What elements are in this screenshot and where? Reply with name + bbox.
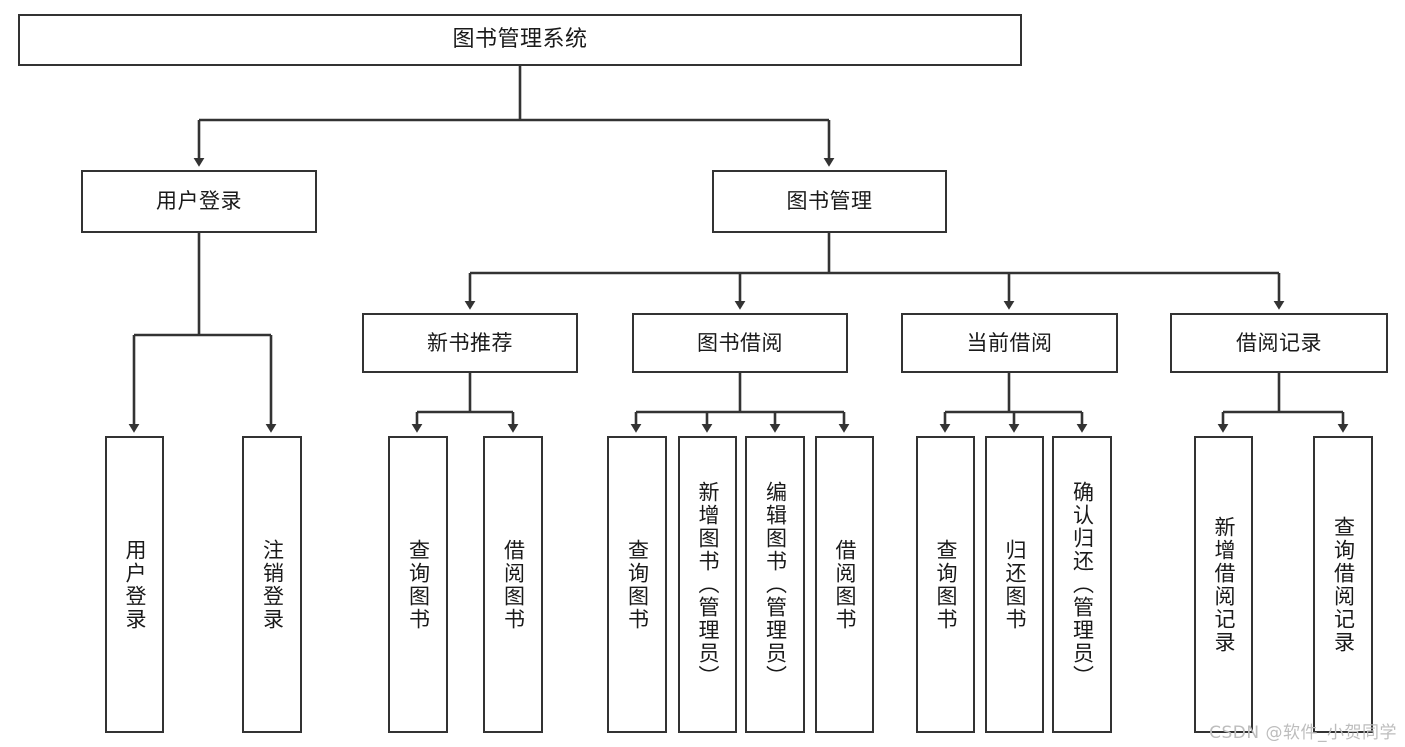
node-leaf-confirm-return[interactable]: 确认归还（管理员） xyxy=(1052,436,1112,733)
node-leaf-edit-book[interactable]: 编辑图书（管理员） xyxy=(745,436,805,733)
node-book-borrow[interactable]: 图书借阅 xyxy=(632,313,848,373)
node-current-borrow-label: 当前借阅 xyxy=(966,330,1053,355)
node-leaf-borrow-book-1[interactable]: 借阅图书 xyxy=(483,436,543,733)
node-leaf-return-book[interactable]: 归还图书 xyxy=(985,436,1044,733)
node-leaf-query-book-2-label: 查询图书 xyxy=(625,538,650,631)
node-leaf-add-book-label: 新增图书（管理员） xyxy=(696,481,720,688)
node-user-login[interactable]: 用户登录 xyxy=(81,170,317,233)
node-root-label: 图书管理系统 xyxy=(452,27,588,53)
node-leaf-user-login[interactable]: 用户登录 xyxy=(105,436,164,733)
node-leaf-borrow-book-1-label: 借阅图书 xyxy=(501,538,526,631)
node-leaf-add-record-label: 新增借阅记录 xyxy=(1212,515,1236,654)
node-leaf-query-record[interactable]: 查询借阅记录 xyxy=(1313,436,1373,733)
node-leaf-edit-book-label: 编辑图书（管理员） xyxy=(763,481,788,688)
node-leaf-query-book-1[interactable]: 查询图书 xyxy=(388,436,448,733)
node-leaf-query-book-1-label: 查询图书 xyxy=(406,538,431,631)
watermark: CSDN @软件_小贺同学 xyxy=(1209,723,1397,743)
node-book-manage-label: 图书管理 xyxy=(786,189,873,214)
node-leaf-user-login-label: 用户登录 xyxy=(123,538,147,631)
node-leaf-logout-label: 注销登录 xyxy=(260,538,285,631)
node-borrow-record-label: 借阅记录 xyxy=(1236,330,1322,355)
node-book-borrow-label: 图书借阅 xyxy=(697,330,783,355)
node-leaf-query-book-3[interactable]: 查询图书 xyxy=(916,436,975,733)
node-leaf-add-record[interactable]: 新增借阅记录 xyxy=(1194,436,1253,733)
node-current-borrow[interactable]: 当前借阅 xyxy=(901,313,1118,373)
node-borrow-record[interactable]: 借阅记录 xyxy=(1170,313,1388,373)
node-leaf-borrow-book-2[interactable]: 借阅图书 xyxy=(815,436,874,733)
node-user-login-label: 用户登录 xyxy=(156,189,242,214)
node-leaf-borrow-book-2-label: 借阅图书 xyxy=(833,538,857,631)
node-book-manage[interactable]: 图书管理 xyxy=(712,170,947,233)
node-root[interactable]: 图书管理系统 xyxy=(18,14,1022,66)
node-leaf-logout[interactable]: 注销登录 xyxy=(242,436,302,733)
node-leaf-query-book-3-label: 查询图书 xyxy=(934,538,958,631)
node-leaf-add-book[interactable]: 新增图书（管理员） xyxy=(678,436,737,733)
node-new-book-recommend-label: 新书推荐 xyxy=(427,330,513,355)
node-new-book-recommend[interactable]: 新书推荐 xyxy=(362,313,578,373)
node-leaf-confirm-return-label: 确认归还（管理员） xyxy=(1070,481,1095,688)
node-leaf-query-book-2[interactable]: 查询图书 xyxy=(607,436,667,733)
node-leaf-return-book-label: 归还图书 xyxy=(1003,538,1027,631)
node-leaf-query-record-label: 查询借阅记录 xyxy=(1331,515,1356,654)
